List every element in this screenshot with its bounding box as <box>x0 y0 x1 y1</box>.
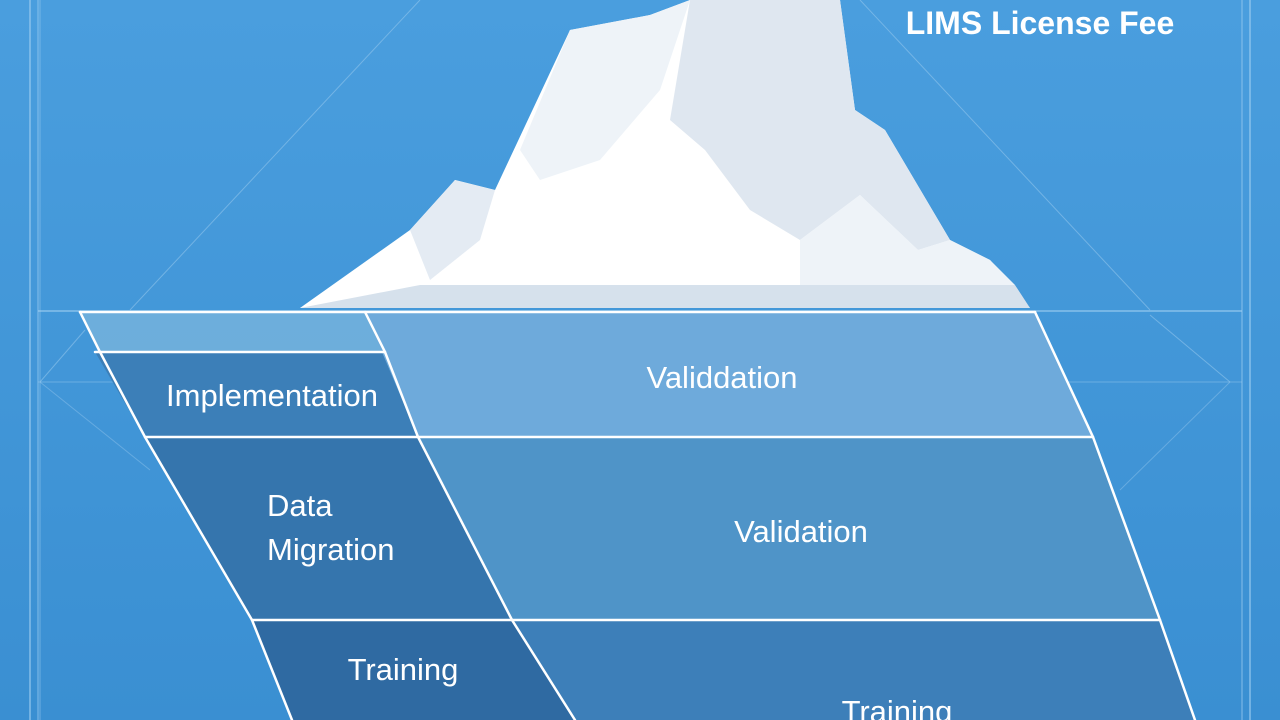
row-1-left-label: Implementation <box>166 378 378 413</box>
row-2-left-label-line-2: Migration <box>267 532 395 567</box>
row-1-right-label: Validdation <box>646 360 797 395</box>
diagram-title: LIMS License Fee <box>906 5 1175 41</box>
row-2-left-label-line-1: Data <box>267 488 333 523</box>
band-top-left <box>80 312 385 352</box>
row-2-right-cell <box>418 437 1160 620</box>
row-2-right-label: Validation <box>734 514 868 549</box>
row-3-right-cell <box>512 620 1195 720</box>
row-3-left-cell <box>252 620 575 720</box>
row-3-right-label: Training <box>842 694 953 720</box>
row-1-right-cell <box>365 312 1093 437</box>
row-3-left-label: Training <box>348 652 459 687</box>
row-2-left-cell <box>145 437 512 620</box>
row-1-left-cell <box>95 352 418 437</box>
iceberg-tip <box>300 0 1030 308</box>
separator-lines <box>78 310 1197 720</box>
